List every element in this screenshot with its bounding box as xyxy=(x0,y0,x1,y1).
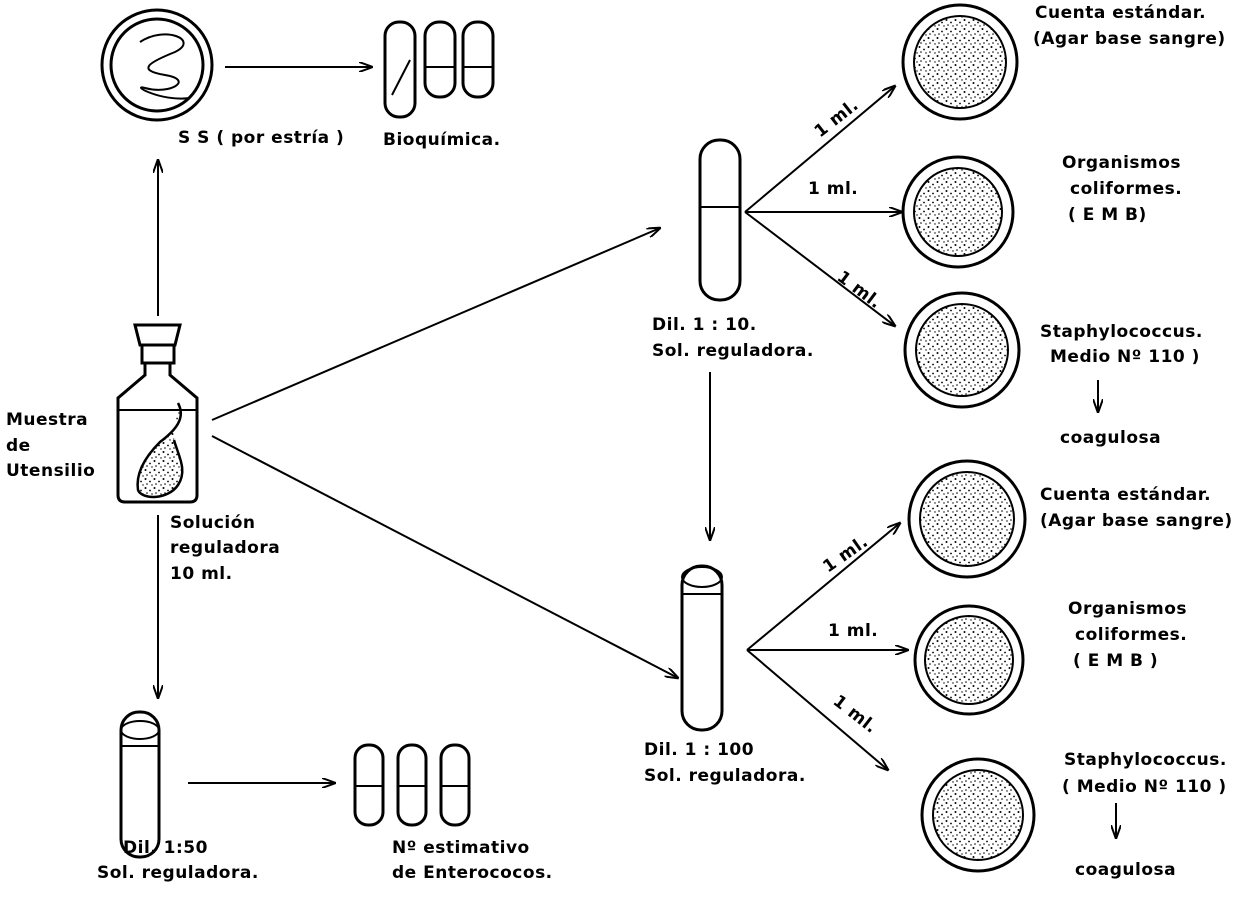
label-staph2-1: Staphylococcus. xyxy=(1064,750,1227,770)
tube-dil-50 xyxy=(121,712,159,857)
label-coag2: coagulosa xyxy=(1075,860,1176,880)
label-cuenta2-2: (Agar base sangre) xyxy=(1040,511,1233,531)
label-dil50-1: Dil. 1:50 xyxy=(123,838,208,858)
label-solucion-2: reguladora xyxy=(170,538,280,558)
label-entero-1: Nº estimativo xyxy=(392,838,530,858)
label-dil10-2: Sol. reguladora. xyxy=(652,341,814,361)
label-ml-c: 1 ml. xyxy=(833,267,885,313)
label-staph2-2: ( Medio Nº 110 ) xyxy=(1062,777,1227,797)
label-solucion-1: Solución xyxy=(170,513,256,533)
label-dil100-1: Dil. 1 : 100 xyxy=(644,740,754,760)
arrow-bottle-to-dil10 xyxy=(212,228,660,420)
plate-staph-1 xyxy=(905,293,1019,407)
label-ml-f: 1 ml. xyxy=(829,691,881,738)
label-staph1-2: Medio Nº 110 ) xyxy=(1050,347,1200,367)
label-ml-d: 1 ml. xyxy=(819,532,872,577)
label-entero-2: de Enterococos. xyxy=(392,863,553,883)
plate-org-2 xyxy=(915,606,1023,714)
label-muestra-1: Muestra xyxy=(6,410,88,430)
label-dil50-2: Sol. reguladora. xyxy=(97,863,259,883)
label-staph1-1: Staphylococcus. xyxy=(1040,322,1203,342)
plate-cuenta-1 xyxy=(903,5,1017,119)
utensil-spoon xyxy=(138,403,183,497)
plate-org-1 xyxy=(903,157,1013,267)
label-solucion-3: 10 ml. xyxy=(170,564,233,584)
tube-dil-10 xyxy=(700,140,740,300)
label-muestra-3: Utensilio xyxy=(6,461,95,481)
label-org2-2: coliformes. xyxy=(1075,625,1187,645)
label-muestra-2: de xyxy=(6,436,31,456)
label-org2-3: ( E M B ) xyxy=(1073,651,1158,671)
plate-staph-2 xyxy=(922,759,1034,871)
label-dil100-2: Sol. reguladora. xyxy=(644,766,806,786)
label-cuenta2-1: Cuenta estándar. xyxy=(1040,485,1211,505)
label-cuenta1-2: (Agar base sangre) xyxy=(1033,29,1226,49)
sample-bottle xyxy=(118,325,197,502)
streak-lines xyxy=(140,34,190,98)
tube-dil-100 xyxy=(682,566,722,730)
label-dil10-1: Dil. 1 : 10. xyxy=(652,315,757,335)
label-ss: S S ( por estría ) xyxy=(178,128,344,148)
label-org2-1: Organismos xyxy=(1068,599,1187,619)
label-coag1: coagulosa xyxy=(1060,428,1161,448)
label-ml-b: 1 ml. xyxy=(808,179,858,199)
bioquimica-tubes xyxy=(385,22,493,117)
label-org1-1: Organismos xyxy=(1062,153,1181,173)
enterococos-tubes xyxy=(355,745,469,825)
label-ml-e: 1 ml. xyxy=(828,621,878,641)
arrow-bottle-to-dil100 xyxy=(212,436,678,678)
ss-streak-plate xyxy=(102,10,212,120)
label-org1-3: ( E M B) xyxy=(1068,205,1147,225)
label-cuenta1-1: Cuenta estándar. xyxy=(1035,3,1206,23)
plate-cuenta-2 xyxy=(909,461,1025,577)
label-bioquimica: Bioquímica. xyxy=(383,130,501,150)
label-org1-2: coliformes. xyxy=(1070,179,1182,199)
